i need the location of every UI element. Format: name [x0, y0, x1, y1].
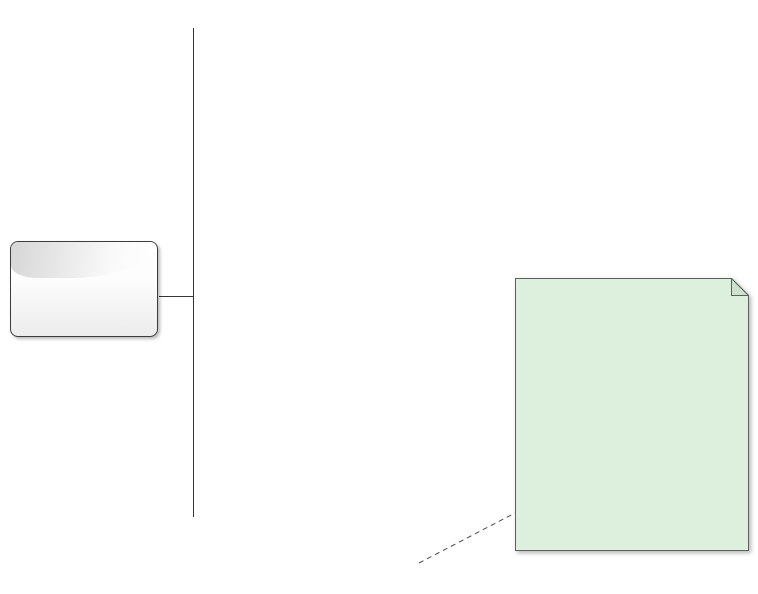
note-shape [515, 278, 749, 551]
association-trunk-line [193, 28, 194, 517]
note-fold-corner [731, 278, 749, 296]
class-box-repository[interactable] [10, 241, 158, 337]
repository-connector-line [159, 296, 194, 297]
note-element[interactable] [515, 278, 749, 551]
